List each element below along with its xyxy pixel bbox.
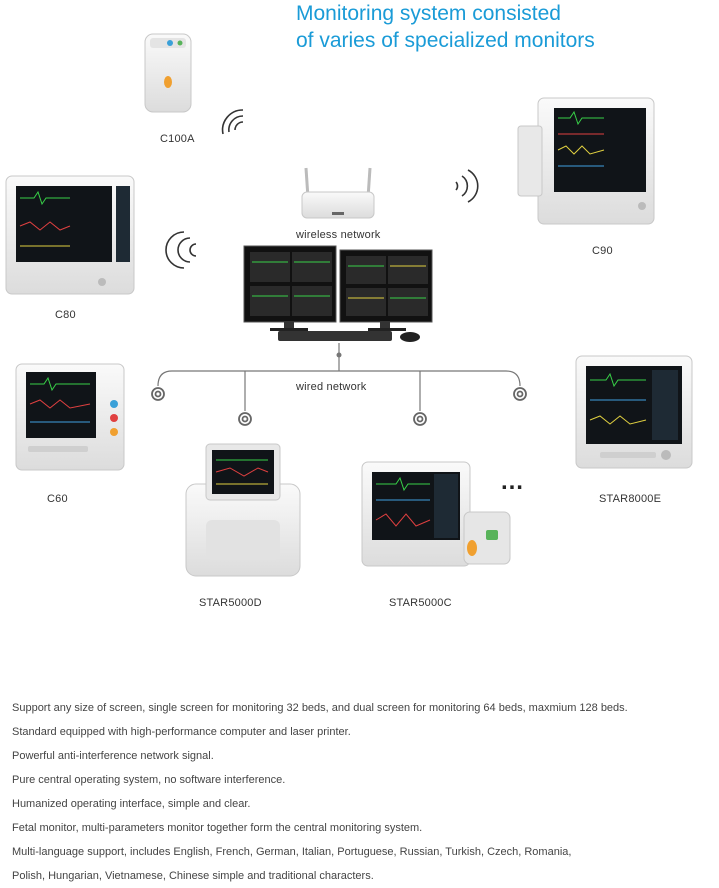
label-star8000e: STAR8000E	[599, 493, 662, 505]
title-line-1: Monitoring system consisted	[296, 2, 561, 25]
c60-device-image	[15, 363, 125, 471]
star8000e-device-image	[575, 355, 693, 469]
label-wired-network: wired network	[296, 381, 367, 393]
label-star5000c: STAR5000C	[389, 597, 452, 609]
label-c100a: C100A	[160, 133, 195, 145]
network-port-icons	[151, 387, 527, 426]
star5000d-device-image	[185, 443, 301, 577]
c80-device-image	[5, 175, 135, 295]
feature-list: Support any size of screen, single scree…	[12, 696, 712, 888]
more-devices-ellipsis: …	[500, 468, 524, 495]
c100a-device-image	[144, 33, 192, 113]
feature-item: Standard equipped with high-performance …	[12, 726, 351, 738]
wireless-signal-icon	[221, 109, 244, 135]
feature-item: Pure central operating system, no softwa…	[12, 774, 286, 786]
central-station-image	[243, 245, 433, 342]
wireless-signal-icon-c80	[165, 231, 197, 269]
feature-item: Polish, Hungarian, Vietnamese, Chinese s…	[12, 870, 374, 882]
c90-device-image	[517, 97, 655, 225]
label-c90: C90	[592, 245, 613, 257]
network-junction-dot	[336, 352, 342, 358]
title-line-2: of varies of specialized monitors	[296, 29, 595, 52]
label-wireless-network: wireless network	[296, 229, 381, 241]
star5000c-device-image	[361, 461, 511, 567]
wireless-router-image	[301, 167, 375, 219]
label-c80: C80	[55, 309, 76, 321]
network-diagram	[5, 33, 693, 577]
feature-item: Fetal monitor, multi-parameters monitor …	[12, 822, 423, 834]
wireless-signal-icon-c90	[455, 169, 479, 203]
feature-item: Support any size of screen, single scree…	[12, 702, 628, 714]
page-title: Monitoring system consisted of varies of…	[296, 0, 595, 54]
feature-item: Powerful anti-interference network signa…	[12, 750, 214, 762]
label-star5000d: STAR5000D	[199, 597, 262, 609]
feature-item: Humanized operating interface, simple an…	[12, 798, 251, 810]
label-c60: C60	[47, 493, 68, 505]
feature-item: Multi-language support, includes English…	[12, 846, 572, 858]
